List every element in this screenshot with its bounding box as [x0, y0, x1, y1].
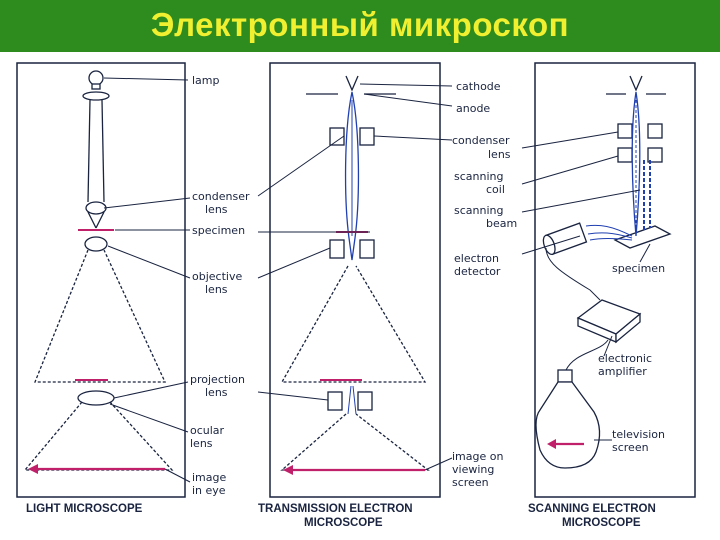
- label-sem-condenser-2: lens: [488, 148, 511, 161]
- condenser-lens-icon: [85, 201, 107, 215]
- label-projection: projection: [190, 373, 245, 386]
- cathode-icon: [345, 75, 359, 92]
- tem-condenser-right: [359, 127, 375, 146]
- label-ocular: ocular: [190, 424, 225, 437]
- label-condenser-2: lens: [205, 203, 228, 216]
- tem-condenser-left: [329, 127, 345, 146]
- label-specimen: specimen: [192, 224, 245, 237]
- tem-panel-frame: [269, 62, 441, 498]
- sem-electron-beam: [631, 91, 641, 237]
- label-image-2: in eye: [192, 484, 226, 497]
- scanning-coil-icon: [617, 147, 633, 163]
- label-television-2: screen: [612, 441, 649, 454]
- microscope-comparison-diagram: lamp condenser lens specimen objective l…: [16, 62, 696, 529]
- label-amplifier: electronic: [598, 352, 652, 365]
- label-scanning-beam: scanning: [454, 204, 503, 217]
- caption-light-microscope: LIGHT MICROSCOPE: [26, 503, 143, 515]
- sem-drawing: [535, 75, 672, 469]
- projection-lens-icon: [77, 390, 115, 406]
- sem-panel-frame: [534, 62, 696, 498]
- light-panel-frame: [16, 62, 186, 498]
- caption-tem-1: TRANSMISSION ELECTRON: [258, 503, 413, 515]
- label-television: television: [612, 428, 665, 441]
- label-objective-2: lens: [205, 283, 228, 296]
- label-image: image: [192, 471, 226, 484]
- label-amplifier-2: amplifier: [598, 365, 647, 378]
- title-bar: [0, 0, 720, 52]
- caption-sem-2: MICROSCOPE: [562, 517, 641, 529]
- label-scanning-beam-2: beam: [486, 217, 517, 230]
- label-tem-image: image on: [452, 450, 503, 463]
- label-cathode: cathode: [456, 80, 501, 93]
- label-ocular-2: lens: [190, 437, 213, 450]
- caption-tem-2: MICROSCOPE: [304, 517, 383, 529]
- signal-arrows: [585, 224, 633, 241]
- caption-sem-1: SCANNING ELECTRON: [528, 503, 656, 515]
- label-electron-detector: electron: [454, 252, 499, 265]
- label-anode: anode: [456, 102, 490, 115]
- label-tem-image-2: viewing: [452, 463, 494, 476]
- label-sem-specimen: specimen: [612, 262, 665, 275]
- label-scanning-coil-2: coil: [486, 183, 505, 196]
- light-microscope-drawing: [23, 70, 174, 471]
- lamp-icon: [88, 70, 104, 86]
- tem-drawing: [280, 75, 430, 471]
- label-electron-detector-2: detector: [454, 265, 501, 278]
- label-objective: objective: [192, 270, 242, 283]
- label-scanning-coil: scanning: [454, 170, 503, 183]
- label-sem-condenser: condenser: [452, 134, 510, 147]
- label-lamp: lamp: [192, 74, 220, 87]
- label-condenser: condenser: [192, 190, 250, 203]
- label-projection-2: lens: [205, 386, 228, 399]
- television-icon: [535, 381, 601, 469]
- page-title: Электронный микроскоп: [150, 6, 570, 43]
- sem-cathode-icon: [629, 75, 643, 92]
- objective-lens-icon: [84, 236, 108, 252]
- label-tem-image-3: screen: [452, 476, 489, 489]
